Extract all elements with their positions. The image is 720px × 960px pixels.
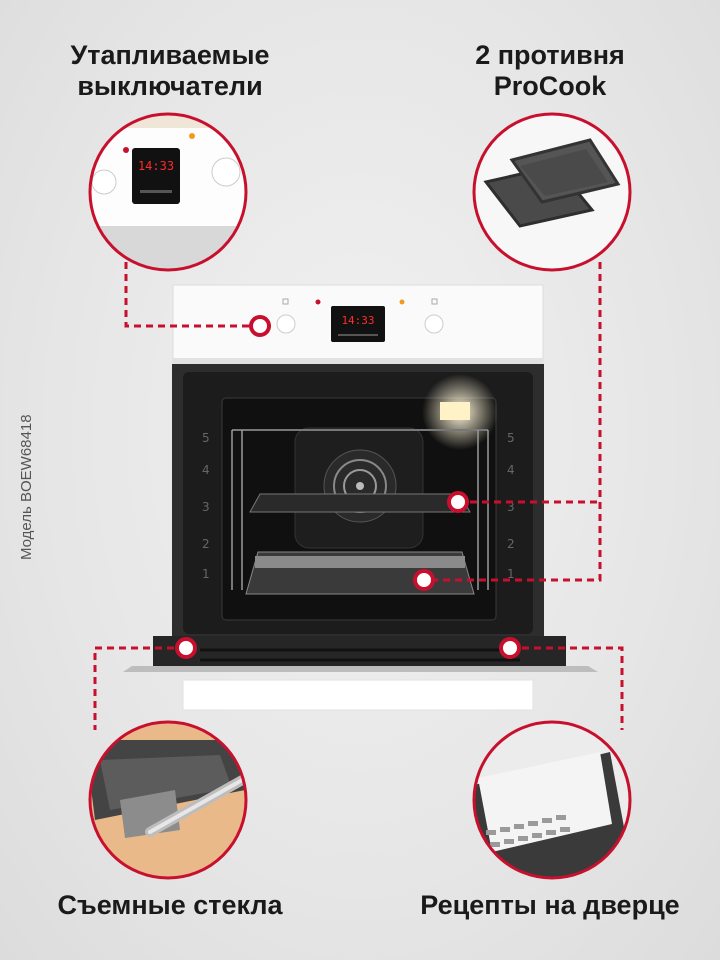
svg-text:3: 3 <box>202 500 210 514</box>
hotspot-tray-lower[interactable] <box>413 569 435 591</box>
svg-text:4: 4 <box>507 463 515 477</box>
svg-text:1: 1 <box>202 567 210 581</box>
temp-icon <box>431 298 438 305</box>
hotspot-knob[interactable] <box>249 315 271 337</box>
zoom-circle-door-recipes <box>472 720 632 880</box>
feature-caption-removable-glass: Съемные стекла <box>57 890 283 920</box>
feature-caption-baking-trays: 2 противня ProCook <box>475 40 625 101</box>
svg-text:4: 4 <box>202 463 210 477</box>
hotspots <box>175 315 521 659</box>
hotspot-door[interactable] <box>499 637 521 659</box>
mode-icon <box>282 298 289 305</box>
feature-caption-recessed-knobs: Утапливаемые выключатели <box>70 40 270 101</box>
feature-caption-door-recipes: Рецепты на дверце <box>420 890 680 920</box>
zoom-circle-glass <box>88 720 248 880</box>
right-knob[interactable] <box>424 314 444 334</box>
svg-text:2: 2 <box>507 537 515 551</box>
svg-text:1: 1 <box>507 567 515 581</box>
left-knob[interactable] <box>276 314 296 334</box>
clock-display <box>331 306 385 342</box>
zoom-circle-knobs: 14:33 <box>88 112 248 272</box>
svg-text:5: 5 <box>202 431 210 445</box>
display-time: 14:33 <box>341 314 374 327</box>
hotspot-tray-upper[interactable] <box>447 491 469 513</box>
zoom-left-knob <box>91 169 117 195</box>
connector-lines <box>93 262 624 730</box>
hotspot-glass[interactable] <box>175 637 197 659</box>
svg-text:5: 5 <box>507 431 515 445</box>
rack-numbers: 1 2 3 4 5 1 2 3 4 5 <box>202 431 515 581</box>
svg-text:3: 3 <box>507 500 515 514</box>
zoom-circle-trays <box>472 112 632 272</box>
svg-text:2: 2 <box>202 537 210 551</box>
zoom-display-time: 14:33 <box>138 159 174 173</box>
zoom-right-knob <box>211 157 241 187</box>
